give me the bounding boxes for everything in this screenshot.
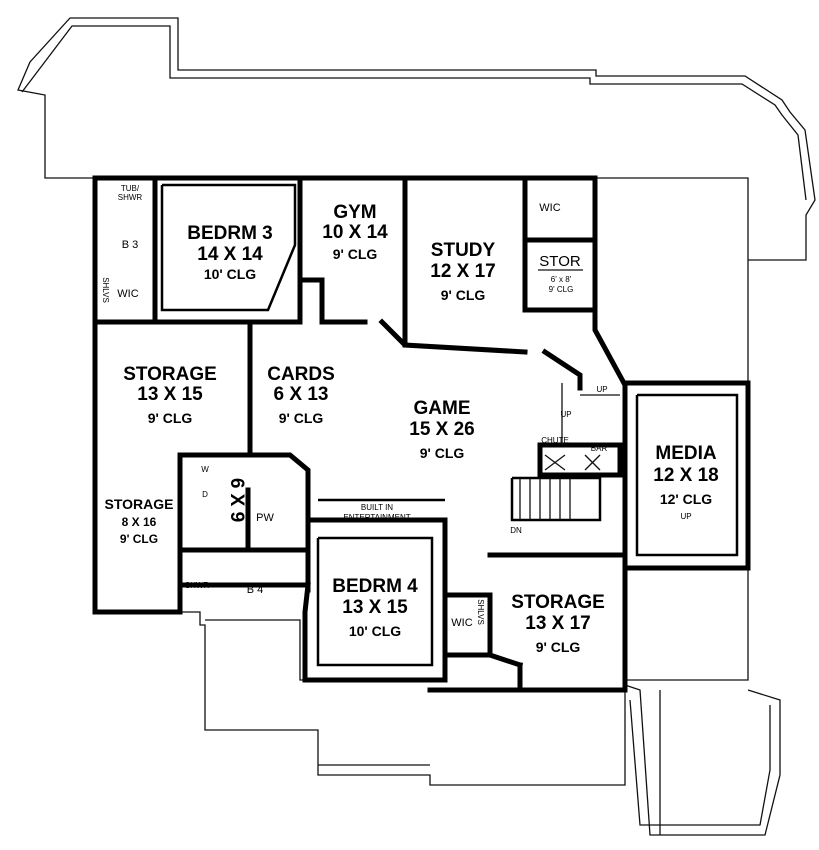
built-in-label: ENTERTAINMENT: [343, 513, 410, 522]
chute-label: CHUTE: [541, 436, 569, 445]
room-name: STUDY: [431, 240, 496, 261]
wic-label: WIC: [539, 202, 560, 214]
room-ceiling: 9' CLG: [549, 285, 574, 294]
fixture-labels: TUB/ SHWR B 3 WIC SHLVS WIC UP UP UP CHU…: [101, 184, 692, 629]
room-storage-small: STORAGE 8 X 16 9' CLG: [105, 496, 174, 546]
room-name: CARDS: [267, 364, 335, 385]
room-name: BEDRM 4: [332, 576, 418, 597]
room-size: 6 X 13: [274, 384, 329, 405]
room-name: BEDRM 3: [187, 223, 273, 244]
room-size: 13 X 15: [137, 384, 203, 405]
room-size: 6 X 9: [226, 478, 247, 522]
tub-shower-label: TUB/: [121, 184, 140, 193]
room-ceiling: 10' CLG: [349, 623, 401, 639]
room-name: MEDIA: [655, 443, 717, 464]
room-size: 8 X 16: [122, 515, 157, 529]
room-name: GAME: [414, 398, 471, 419]
room-size: 13 X 15: [342, 597, 408, 618]
room-study: STUDY 12 X 17 9' CLG: [430, 240, 496, 303]
tub-shower-label: SHWR: [118, 193, 143, 202]
room-laundry: 6 X 9: [226, 478, 247, 522]
room-ceiling: 9' CLG: [120, 532, 158, 546]
room-ceiling: 9' CLG: [148, 410, 193, 426]
room-gym: GYM 10 X 14 9' CLG: [322, 202, 388, 262]
room-name: STORAGE: [123, 364, 217, 385]
room-name: STORAGE: [511, 592, 605, 613]
room-name: STORAGE: [105, 496, 174, 512]
room-size: 12 X 17: [430, 261, 496, 282]
bath-label: B 3: [122, 239, 139, 251]
room-bedrm4: BEDRM 4 13 X 15 10' CLG: [332, 576, 418, 639]
room-ceiling: 9' CLG: [279, 410, 324, 426]
room-storage-left: STORAGE 13 X 15 9' CLG: [123, 364, 217, 426]
room-size: 10 X 14: [322, 222, 388, 243]
room-stor: STOR 6' x 8' 9' CLG: [538, 253, 583, 294]
room-size: 13 X 17: [525, 613, 591, 634]
bar-label: BAR: [591, 444, 608, 453]
shelves-label: SHLVS: [101, 277, 110, 303]
up-label: UP: [596, 385, 607, 394]
bath-label: B 4: [247, 584, 264, 596]
room-size: 15 X 26: [409, 419, 475, 440]
washer-label: W: [201, 465, 209, 474]
staircase: [519, 383, 620, 520]
room-ceiling: 10' CLG: [204, 266, 256, 282]
room-ceiling: 9' CLG: [333, 246, 378, 262]
wic-label: WIC: [117, 288, 138, 300]
room-cards: CARDS 6 X 13 9' CLG: [267, 364, 335, 426]
room-game: GAME 15 X 26 9' CLG: [409, 398, 475, 461]
room-size: 14 X 14: [197, 244, 263, 265]
room-name: STOR: [539, 253, 581, 270]
room-name: GYM: [333, 202, 376, 223]
shelves-label: SHLVS: [476, 599, 485, 625]
room-size: 12 X 18: [653, 465, 719, 486]
room-media: MEDIA 12 X 18 12' CLG: [653, 443, 719, 507]
room-bedrm3: BEDRM 3 14 X 14 10' CLG: [187, 223, 273, 282]
dryer-label: D: [202, 490, 208, 499]
down-label: DN: [510, 526, 522, 535]
room-ceiling: 9' CLG: [441, 287, 486, 303]
up-label: UP: [560, 410, 571, 419]
room-ceiling: 12' CLG: [660, 491, 712, 507]
room-ceiling: 9' CLG: [420, 445, 465, 461]
room-ceiling: 9' CLG: [536, 639, 581, 655]
room-storage-right: STORAGE 13 X 17 9' CLG: [511, 592, 605, 655]
roof-outline: [17, 17, 816, 836]
walls: [92, 175, 751, 693]
built-in-label: BUILT IN: [361, 503, 393, 512]
shower-label: SHWR: [185, 581, 210, 590]
up-label: UP: [680, 512, 691, 521]
powder-room-label: PW: [256, 512, 274, 524]
room-size: 6' x 8': [551, 275, 572, 284]
wic-label: WIC: [451, 617, 472, 629]
